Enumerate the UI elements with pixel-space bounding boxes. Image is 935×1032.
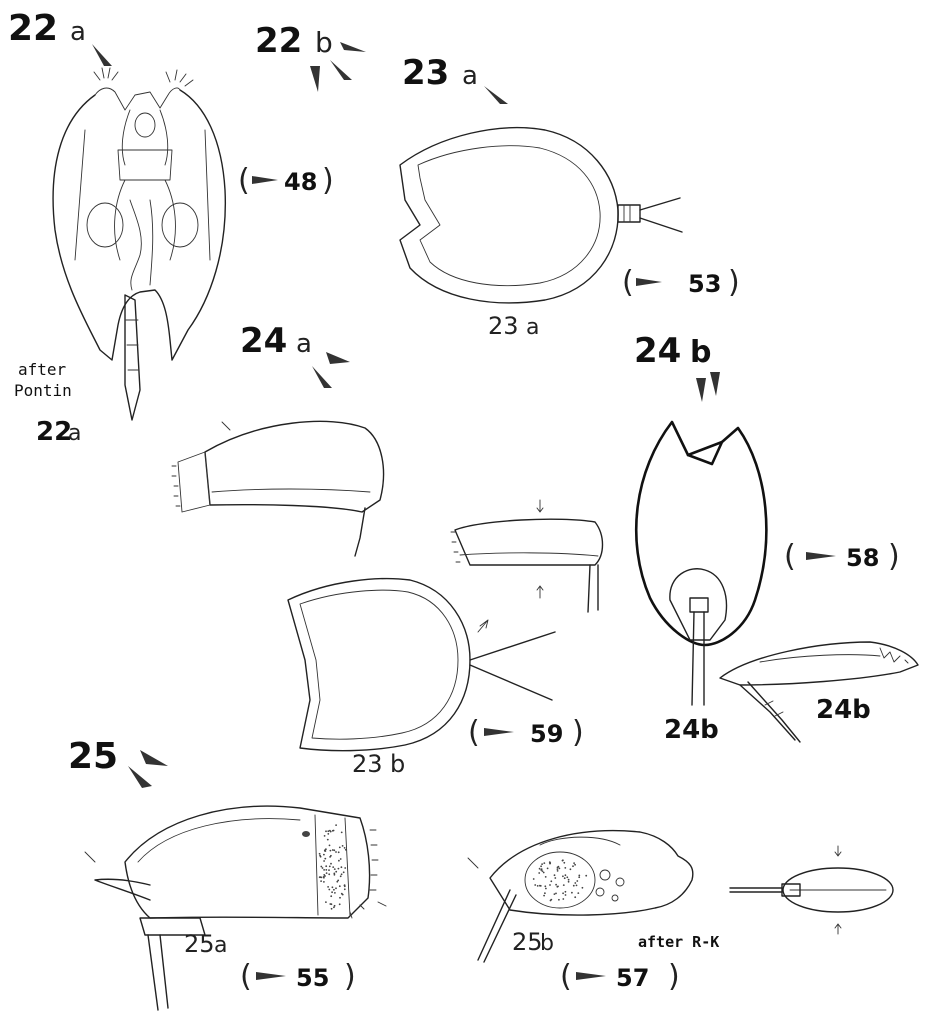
figure-24a-number: 24 <box>240 321 287 361</box>
figure-23b-scale-value: 59 <box>530 720 563 748</box>
figure-25: 25 <box>68 736 168 788</box>
figure-22b-marker-icon-2 <box>330 60 352 80</box>
figure-24b: 24 b ( 58 ) 24b 24b <box>634 331 919 745</box>
svg-text:): ) <box>322 163 334 198</box>
figure-24b-caption-right: 24b <box>816 695 871 725</box>
figure-23a-caption-letter: a <box>526 315 539 340</box>
figure-24b-drawing-dorsal <box>634 420 768 706</box>
svg-text:(: ( <box>784 539 796 574</box>
figure-24b-scale-icon <box>806 552 836 560</box>
figure-24b-drawing-lateral <box>719 641 919 743</box>
figure-23b-caption-letter: b <box>390 750 405 778</box>
figure-23b-scale: ( 59 ) <box>468 715 584 750</box>
figure-25a-caption-number: 25 <box>184 930 215 958</box>
figure-22a-scale-value: 48 <box>284 168 317 196</box>
figure-23b-caption-number: 23 <box>352 750 383 778</box>
figure-24a-drawing-lateral <box>171 420 385 557</box>
figure-25a-scale: ( 55 ) <box>240 959 356 994</box>
figure-23b: ( 59 ) 23 b <box>287 577 584 778</box>
figure-24a-marker-icon-2 <box>312 366 332 388</box>
figure-23a-scale: ( 53 ) <box>622 265 740 300</box>
figure-25a: 25 a ( 55 ) <box>84 805 387 1011</box>
figure-25b-scale-value: 57 <box>616 964 649 992</box>
figure-23a-marker-icon <box>484 86 508 104</box>
figure-22b-number: 22 <box>255 21 302 61</box>
figure-25b: 25 b after R-K ( 57 ) <box>467 829 894 994</box>
svg-text:): ) <box>888 539 900 574</box>
figure-25-number: 25 <box>68 736 118 777</box>
figure-22a-scale: ( 48 ) <box>238 163 334 198</box>
figure-22a-caption-letter: a <box>68 421 81 446</box>
figure-25b-credit: after R-K <box>638 933 719 951</box>
figure-24a: 24 a <box>171 321 604 613</box>
figure-24b-marker-icon-1 <box>696 378 706 402</box>
figure-24b-caption-left: 24b <box>664 715 719 745</box>
figure-24b-scale-value: 58 <box>846 544 879 572</box>
figure-25a-stipple <box>318 824 347 910</box>
figure-25b-drawing <box>467 829 694 963</box>
svg-text:): ) <box>572 715 584 750</box>
figure-23a-scale-icon <box>636 278 662 286</box>
figure-25-marker-icon-1 <box>140 750 168 766</box>
figure-22b-marker-icon-1 <box>340 42 366 52</box>
svg-text:): ) <box>344 959 356 994</box>
figure-23b-scale-icon <box>484 728 514 736</box>
figure-22a-credit-line-2: Pontin <box>14 381 72 400</box>
figure-25a-scale-icon <box>256 972 286 980</box>
svg-text:): ) <box>728 265 740 300</box>
figure-24b-marker-icon-2 <box>710 372 720 396</box>
figure-22a-caption-number: 22 <box>36 417 72 447</box>
svg-text:(: ( <box>560 959 572 994</box>
figure-23a-caption-number: 23 <box>488 312 519 340</box>
svg-text:): ) <box>668 959 680 994</box>
svg-text:(: ( <box>622 265 634 300</box>
figure-22a-scale-icon <box>252 176 278 184</box>
figure-25b-caption-letter: b <box>540 931 554 956</box>
figure-22a: 22 a after Pontin 22 a ( 48 ) <box>8 8 334 447</box>
svg-text:(: ( <box>238 163 250 198</box>
figure-23a-number: 23 <box>402 53 449 93</box>
figure-25b-caption-number: 25 <box>512 928 543 956</box>
svg-text:(: ( <box>240 959 252 994</box>
figure-23a-drawing <box>399 127 683 304</box>
figure-24a-drawing-small <box>450 499 604 613</box>
figure-24a-marker-icon-1 <box>326 352 350 364</box>
figure-23b-drawing <box>287 577 556 752</box>
figure-25b-stipple <box>532 859 588 902</box>
figure-25-marker-icon-2 <box>128 766 152 788</box>
figure-25a-scale-value: 55 <box>296 964 329 992</box>
svg-text:(: ( <box>468 715 480 750</box>
figure-23a-letter: a <box>462 61 478 91</box>
figure-22a-number: 22 <box>8 8 58 49</box>
figure-24b-letter: b <box>690 335 711 370</box>
figure-25a-drawing <box>84 805 387 1011</box>
figure-23a: 23 a ( 53 ) 23 a <box>399 53 740 340</box>
figure-24b-number: 24 <box>634 331 681 371</box>
figure-25b-scale-icon <box>576 972 606 980</box>
figure-22b-marker-icon-3 <box>310 66 320 92</box>
figure-23a-scale-value: 53 <box>688 270 721 298</box>
figure-22a-marker-icon <box>92 44 112 66</box>
figure-22a-credit-line-1: after <box>18 360 67 379</box>
figure-22b: 22 b <box>255 21 366 92</box>
figure-22a-drawing <box>52 67 227 421</box>
figure-25b-drawing-small <box>729 845 894 935</box>
figure-25b-scale: ( 57 ) <box>560 959 680 994</box>
figure-25a-caption-letter: a <box>214 933 227 958</box>
figure-22a-letter: a <box>70 17 86 47</box>
figure-24b-scale: ( 58 ) <box>784 539 900 574</box>
figure-22b-letter: b <box>315 26 333 59</box>
figure-24a-letter: a <box>296 329 312 359</box>
